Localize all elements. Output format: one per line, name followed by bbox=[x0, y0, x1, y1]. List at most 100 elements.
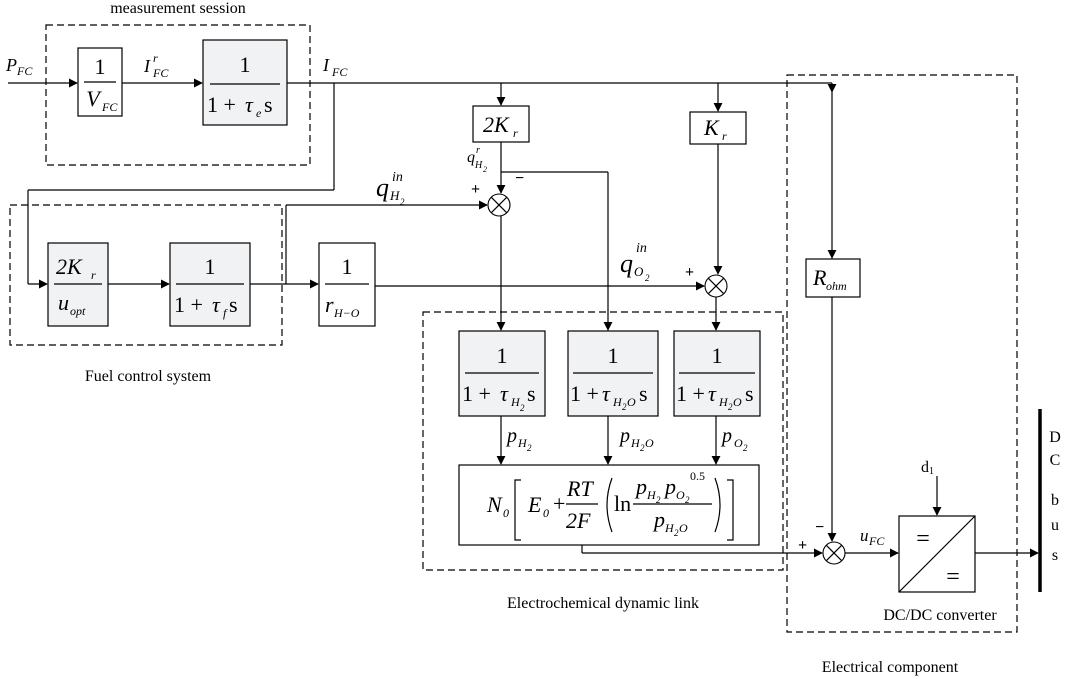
svg-text:1: 1 bbox=[712, 343, 723, 368]
label-p-fc: P FC bbox=[5, 55, 33, 78]
svg-text:1: 1 bbox=[929, 466, 934, 477]
svg-text:0: 0 bbox=[503, 506, 509, 520]
svg-text:opt: opt bbox=[70, 304, 86, 318]
svg-text:1 +: 1 + bbox=[676, 381, 705, 406]
svg-text:e: e bbox=[256, 106, 262, 120]
svg-text:r: r bbox=[325, 292, 334, 317]
measurement-session-label: measurement session bbox=[110, 0, 246, 17]
svg-text:2: 2 bbox=[400, 197, 405, 207]
svg-text:τ: τ bbox=[602, 381, 611, 406]
svg-text:2: 2 bbox=[622, 402, 627, 412]
svg-text:2: 2 bbox=[520, 403, 525, 413]
svg-text:O: O bbox=[634, 264, 644, 279]
block-inverse-vfc: 1 V FC bbox=[77, 47, 123, 117]
svg-text:=: = bbox=[916, 526, 930, 552]
svg-text:H: H bbox=[389, 188, 400, 203]
svg-text:1 +: 1 + bbox=[207, 92, 236, 117]
sum-junction-o2 bbox=[704, 274, 728, 298]
block-nernst-equation: N 0 E 0 + RT 2F ln p H 2 p O 2 0.5 p H 2… bbox=[458, 464, 760, 546]
svg-text:1: 1 bbox=[95, 54, 106, 79]
svg-text:2: 2 bbox=[645, 273, 650, 283]
electrochemical-region bbox=[422, 311, 784, 571]
svg-text:p: p bbox=[720, 425, 732, 447]
svg-text:1 +: 1 + bbox=[570, 381, 599, 406]
svg-text:in: in bbox=[636, 241, 647, 256]
svg-text:H: H bbox=[630, 436, 641, 450]
sign-minus-h2: − bbox=[515, 170, 524, 187]
svg-text:2: 2 bbox=[656, 495, 661, 505]
svg-text:2K: 2K bbox=[56, 254, 83, 279]
svg-text:ohm: ohm bbox=[826, 279, 847, 293]
svg-text:2: 2 bbox=[527, 443, 532, 453]
svg-text:u: u bbox=[58, 290, 69, 315]
svg-text:d: d bbox=[921, 459, 929, 476]
svg-text:p: p bbox=[652, 507, 665, 532]
svg-text:I: I bbox=[143, 56, 151, 76]
sign-minus-voltage: − bbox=[815, 519, 824, 536]
electrical-component-label: Electrical component bbox=[822, 659, 959, 676]
block-2kr-over-uopt: 2K r u opt bbox=[47, 242, 109, 327]
block-inverse-rho: 1 r H−O bbox=[318, 242, 376, 327]
svg-text:p: p bbox=[634, 474, 647, 499]
svg-text:H−O: H−O bbox=[333, 306, 360, 320]
svg-text:O: O bbox=[734, 436, 743, 450]
svg-text:O: O bbox=[645, 436, 654, 450]
measurement-session-region bbox=[45, 24, 311, 166]
svg-text:2: 2 bbox=[483, 165, 487, 174]
svg-text:H: H bbox=[517, 436, 528, 450]
svg-text:2: 2 bbox=[728, 402, 733, 412]
svg-text:K: K bbox=[703, 115, 720, 140]
svg-text:in: in bbox=[392, 170, 403, 185]
svg-text:τ: τ bbox=[212, 292, 221, 317]
svg-text:V: V bbox=[86, 86, 102, 111]
svg-text:q: q bbox=[620, 249, 633, 278]
block-lag-f: 1 1 + τ f s bbox=[169, 242, 251, 327]
svg-text:FC: FC bbox=[152, 66, 169, 80]
svg-text:+: + bbox=[553, 491, 565, 516]
signal-wires bbox=[8, 78, 1039, 558]
label-i-fc: I FC bbox=[322, 55, 348, 79]
svg-text:H: H bbox=[664, 521, 675, 535]
svg-text:E: E bbox=[527, 492, 542, 517]
svg-text:u: u bbox=[860, 526, 869, 545]
label-i-fc-ref: I r FC bbox=[143, 51, 169, 80]
svg-text:q: q bbox=[376, 173, 389, 202]
svg-text:s: s bbox=[639, 381, 648, 406]
svg-text:I: I bbox=[322, 55, 330, 75]
svg-text:H: H bbox=[718, 395, 729, 409]
dcdc-converter-label: DC/DC converter bbox=[883, 607, 997, 624]
svg-text:R: R bbox=[812, 265, 827, 290]
svg-text:RT: RT bbox=[566, 476, 594, 501]
svg-text:N: N bbox=[486, 492, 503, 517]
svg-text:τ: τ bbox=[245, 92, 254, 117]
block-2kr: 2K r bbox=[472, 105, 530, 143]
svg-text:FC: FC bbox=[331, 65, 348, 79]
svg-text:1: 1 bbox=[342, 254, 353, 279]
svg-text:1 +: 1 + bbox=[462, 381, 491, 406]
svg-text:2: 2 bbox=[685, 495, 690, 505]
svg-text:FC: FC bbox=[101, 100, 118, 114]
svg-text:=: = bbox=[946, 564, 960, 590]
svg-text:f: f bbox=[223, 306, 228, 320]
electrochemical-label: Electrochemical dynamic link bbox=[507, 595, 699, 612]
label-p-h2o: p H 2 O bbox=[618, 425, 654, 453]
svg-text:1: 1 bbox=[608, 343, 619, 368]
svg-text:q: q bbox=[467, 149, 475, 166]
svg-text:1: 1 bbox=[240, 52, 251, 77]
svg-text:O: O bbox=[627, 395, 636, 409]
electrical-component-region bbox=[786, 74, 1018, 633]
svg-text:O: O bbox=[676, 488, 685, 502]
svg-text:2: 2 bbox=[640, 443, 645, 453]
fuel-control-region bbox=[9, 204, 283, 346]
block-lag-h2o-b: 1 1 + τ H 2 O s bbox=[673, 330, 761, 417]
svg-text:2F: 2F bbox=[566, 508, 591, 533]
svg-text:r: r bbox=[513, 126, 518, 140]
svg-text:r: r bbox=[91, 268, 96, 282]
label-u-fc: u FC bbox=[860, 526, 885, 548]
dc-bus-letter-u: u bbox=[1051, 517, 1059, 534]
svg-text:H: H bbox=[612, 395, 623, 409]
svg-text:s: s bbox=[264, 92, 273, 117]
svg-text:s: s bbox=[527, 381, 536, 406]
svg-text:r: r bbox=[722, 129, 727, 143]
svg-text:τ: τ bbox=[708, 381, 717, 406]
